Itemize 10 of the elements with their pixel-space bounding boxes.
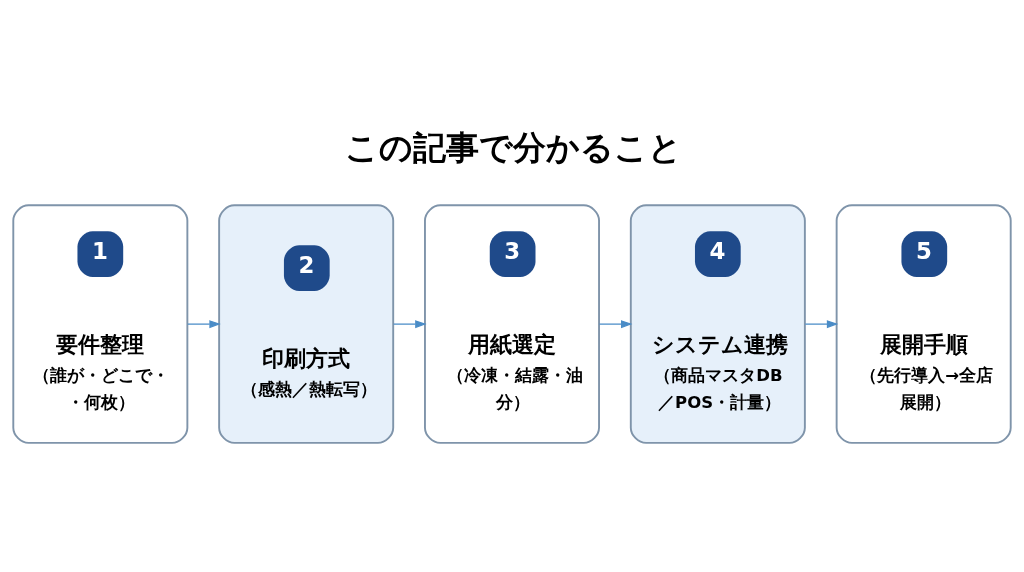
diagram-title: この記事で分かること (344, 128, 682, 168)
arrow (393, 320, 427, 329)
node-box: 1 要件整理 （誰が・どこで・・何枚） (12, 204, 189, 444)
node-box: 2 印刷方式 （感熱／熱転写） (218, 204, 395, 444)
node-box: 4 システム連携 （商品マスタDB／POS・計量） (629, 204, 806, 444)
node-box: 3 用紙選定 （冷凍・結露・油分） (424, 204, 600, 444)
arrow (804, 320, 839, 329)
node-box: 5 展開手順 （先行導入→全店展開） (835, 204, 1012, 444)
arrow (187, 320, 221, 329)
arrow (598, 320, 633, 329)
